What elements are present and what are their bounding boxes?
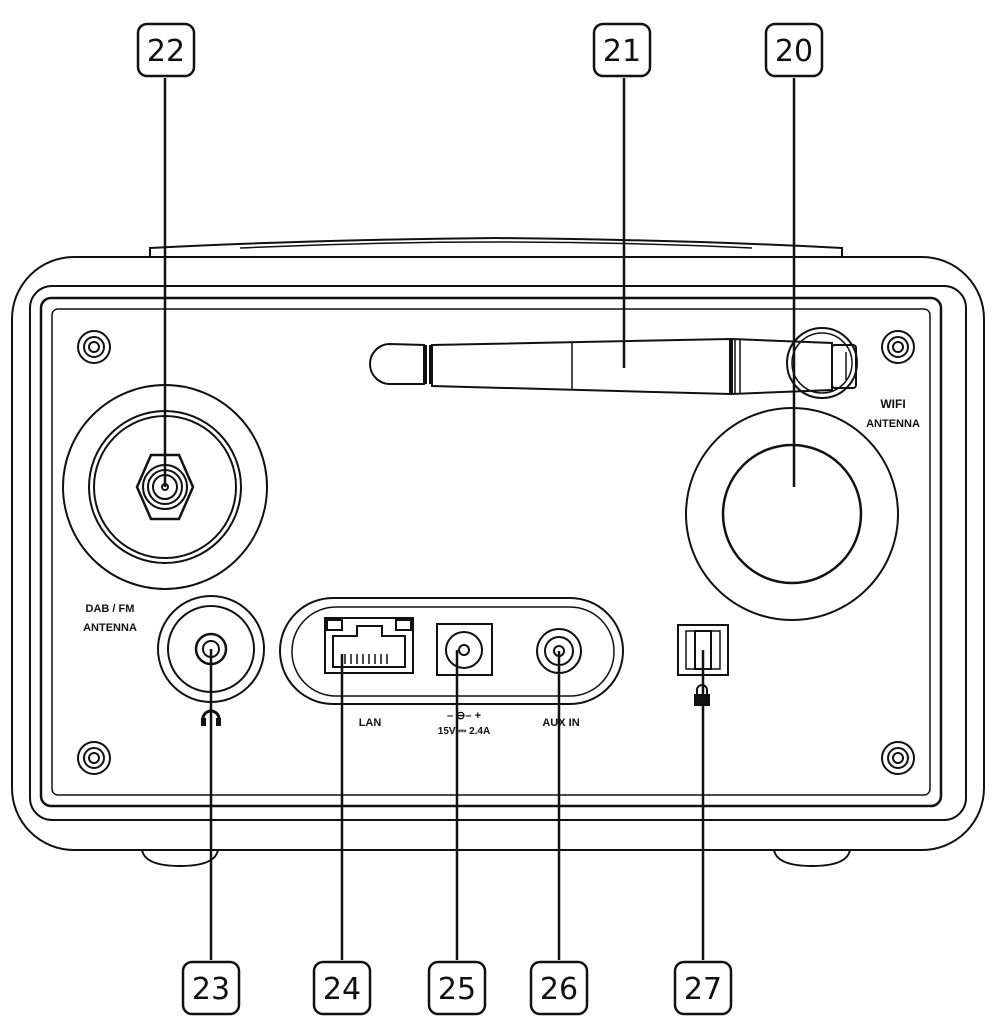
top-cover-detail bbox=[239, 241, 753, 249]
callout-22: 22 bbox=[147, 34, 185, 69]
callout-23: 23 bbox=[192, 972, 230, 1007]
dc-power-socket bbox=[436, 623, 493, 676]
callout-25: 25 bbox=[438, 972, 476, 1007]
callout-20: 20 bbox=[775, 34, 813, 69]
wifi-label-line2: ANTENNA bbox=[866, 418, 920, 430]
callout-24: 24 bbox=[323, 972, 361, 1007]
left-foot bbox=[141, 849, 219, 868]
callout-27: 27 bbox=[684, 972, 722, 1007]
leader-lines bbox=[163, 78, 796, 960]
dab-fm-label-line1: DAB / FM bbox=[86, 603, 135, 615]
back-panel-inset bbox=[51, 308, 931, 796]
power-rating-label: 15V ⎓ 2.4A bbox=[438, 726, 490, 737]
aux-in-label: AUX IN bbox=[542, 717, 579, 729]
dab-fm-label-line2: ANTENNA bbox=[83, 622, 137, 634]
screw-top-left bbox=[77, 330, 111, 364]
wifi-antenna bbox=[369, 327, 858, 399]
right-foot bbox=[773, 849, 851, 868]
callout-boxes bbox=[136, 22, 824, 1016]
callout-26: 26 bbox=[540, 972, 578, 1007]
screw-bottom-right bbox=[881, 741, 915, 775]
bass-port bbox=[685, 407, 899, 621]
lan-port bbox=[324, 617, 414, 674]
lan-label: LAN bbox=[359, 717, 382, 729]
power-polarity-label: – ⊖– + bbox=[447, 710, 481, 722]
cabinet-outer bbox=[11, 256, 985, 851]
screw-top-right bbox=[881, 330, 915, 364]
connector-panel bbox=[279, 597, 624, 705]
top-cover bbox=[149, 236, 843, 258]
wifi-label-line1: WIFI bbox=[880, 397, 905, 411]
back-panel bbox=[39, 296, 943, 808]
screw-bottom-left bbox=[77, 741, 111, 775]
cabinet-inner bbox=[29, 285, 967, 821]
callout-21: 21 bbox=[603, 34, 641, 69]
